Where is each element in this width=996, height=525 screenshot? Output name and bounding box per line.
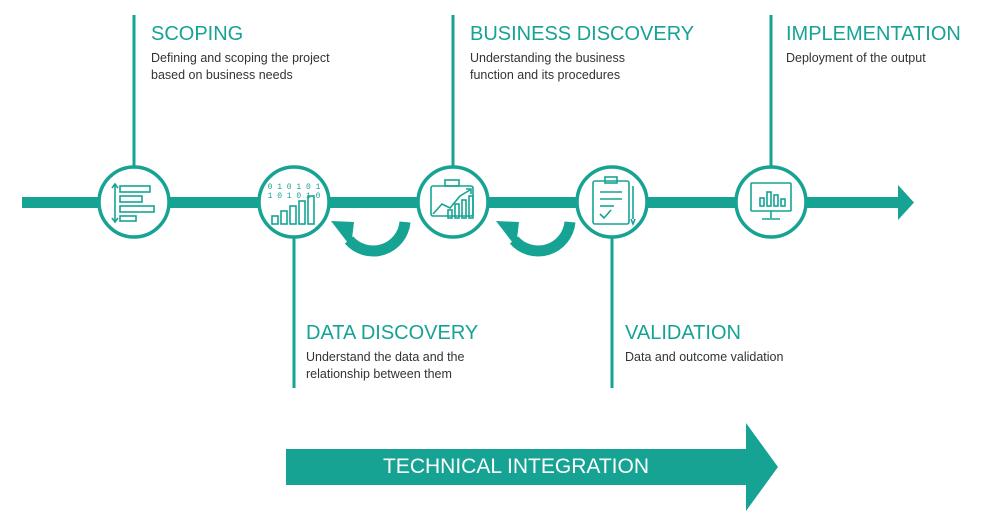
svg-text:1 0 1 0 1 0: 1 0 1 0 1 0 [268,192,321,201]
implementation-title: IMPLEMENTATION [786,23,961,45]
bars-chart-icon [111,182,155,224]
data-discovery-desc-line-2: relationship between them [306,367,452,381]
validation-desc-line-1: Data and outcome validation [625,350,784,364]
binary-growth-chart-icon: 0 1 0 1 0 1 1 0 1 0 1 0 [268,183,321,225]
scoping-desc: Defining and scoping the project based o… [151,50,330,84]
business-discovery-title: BUSINESS DISCOVERY [470,23,695,45]
scoping-label: SCOPING Defining and scoping the project… [151,22,330,84]
loop-arrow-data [331,221,411,257]
technical-integration-label: TECHNICAL INTEGRATION [382,455,650,478]
data-discovery-label: DATA DISCOVERY Understand the data and t… [306,321,478,383]
technical-integration-arrow [286,423,778,511]
implementation-desc: Deployment of the output [786,50,961,67]
data-discovery-title: DATA DISCOVERY [306,322,479,344]
svg-text:0 1 0 1 0 1: 0 1 0 1 0 1 [268,183,321,192]
data-discovery-desc-line-1: Understand the data and the [306,350,465,364]
data-discovery-node [257,165,331,239]
business-discovery-node [416,165,490,239]
loop-arrow-business [496,221,576,257]
validation-title: VALIDATION [625,322,741,344]
scoping-desc-line-2: based on business needs [151,68,293,82]
data-discovery-desc: Understand the data and the relationship… [306,349,478,383]
business-discovery-label: BUSINESS DISCOVERY Understanding the bus… [470,22,694,84]
business-discovery-desc-line-1: Understanding the business [470,51,625,65]
scoping-title: SCOPING [151,23,244,45]
validation-label: VALIDATION Data and outcome validation [625,321,783,366]
business-discovery-desc: Understanding the business function and … [470,50,694,84]
briefcase-chart-icon [430,179,474,219]
monitor-chart-icon [750,182,792,220]
business-discovery-desc-line-2: function and its procedures [470,68,621,82]
clipboard-check-icon [592,176,636,227]
validation-desc: Data and outcome validation [625,349,783,366]
implementation-label: IMPLEMENTATION Deployment of the output [786,22,961,67]
scoping-desc-line-1: Defining and scoping the project [151,51,330,65]
implementation-desc-line-1: Deployment of the output [786,51,926,65]
